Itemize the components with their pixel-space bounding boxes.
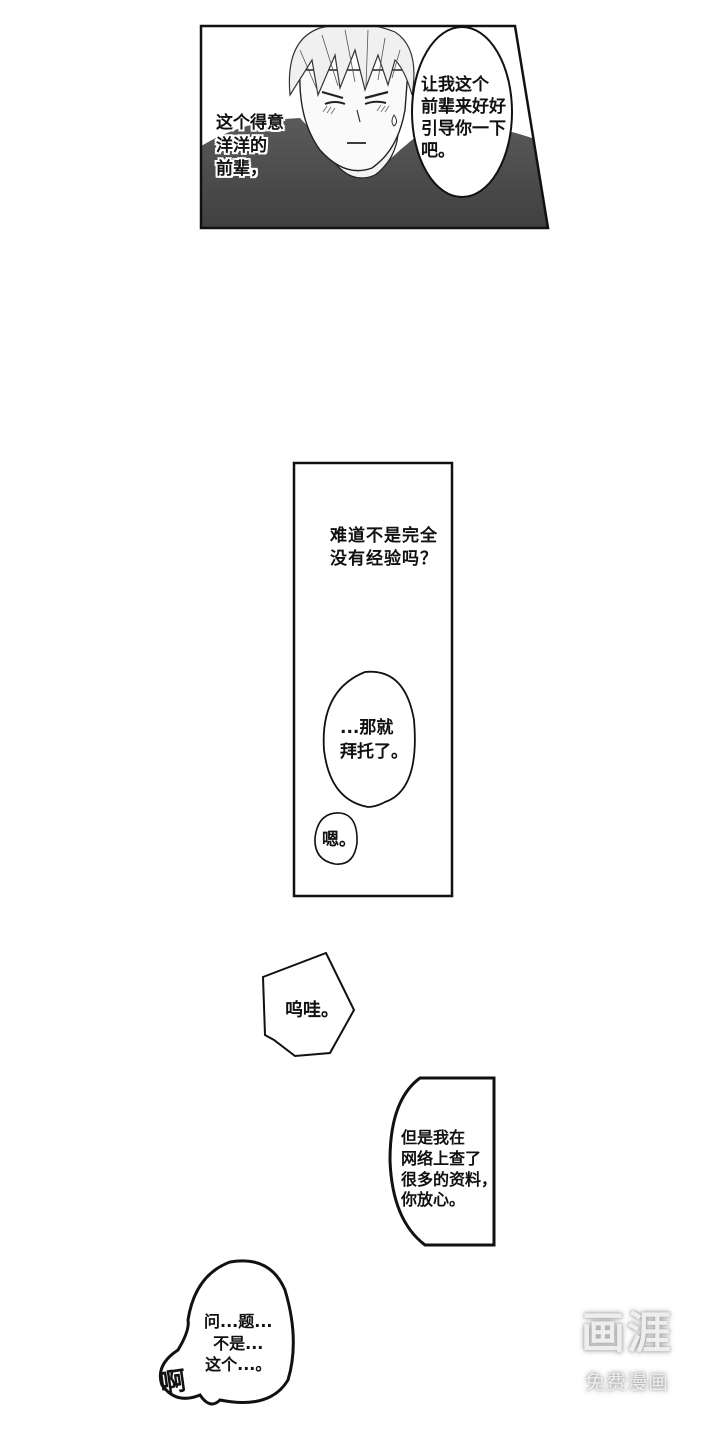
watermark-tagline: 免费漫画 xyxy=(585,1370,669,1394)
watermark-logo: 画涯 xyxy=(581,1308,673,1359)
panel-2: 难道不是完全 没有经验吗？ ...那就 拜托了。 嗯。 xyxy=(0,455,720,905)
panel-1: 这个得意 洋洋的 前辈， 让我这个 前辈来好好 引导你一下 吧。 xyxy=(0,0,720,240)
watermark: 画涯 免费漫画 xyxy=(562,1312,692,1395)
speech-bubble-1 xyxy=(411,26,513,198)
narration-text: 难道不是完全 没有经验吗？ xyxy=(330,526,438,569)
speech-bubble-3 xyxy=(314,812,358,865)
speech-text-1: 让我这个 前辈来好好 引导你一下 吧。 xyxy=(421,75,506,162)
speech-text-3: 嗯。 xyxy=(322,830,356,850)
exclaim-text: 呜哇。 xyxy=(285,1000,339,1021)
speech-text-5: 问...题... 不是... 这个...。 xyxy=(204,1312,273,1375)
caption-text: 这个得意 洋洋的 前辈， xyxy=(216,113,284,179)
speech-bubble-2 xyxy=(322,670,416,808)
speech-text-2: ...那就 拜托了。 xyxy=(340,718,408,762)
speech-text-4: 但是我在 网络上查了 很多的资料， 你放心。 xyxy=(401,1128,498,1210)
panel-1-art xyxy=(199,24,550,230)
sfx-text: 啊 xyxy=(157,1366,186,1400)
panel-2-art xyxy=(292,461,454,898)
